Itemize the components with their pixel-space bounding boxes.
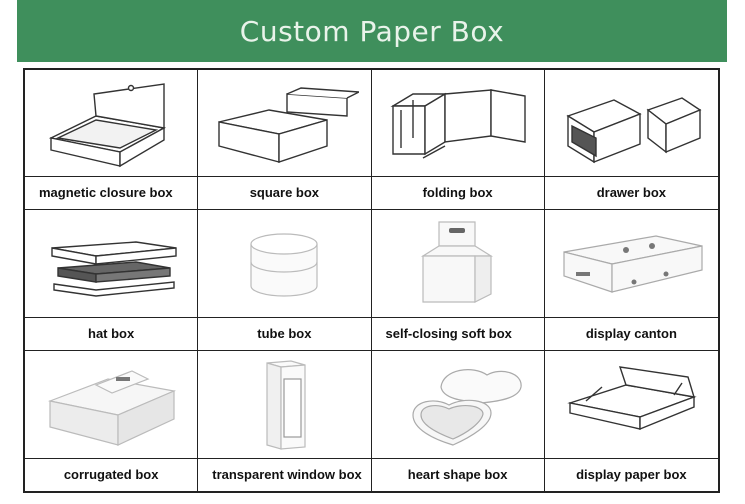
grid-cell-tube-box: tube box (198, 210, 372, 351)
display-canton-icon (545, 210, 718, 316)
magnetic-closure-box-icon (25, 70, 197, 176)
caption: square box (198, 176, 371, 209)
grid-cell-folding-box: folding box (371, 70, 545, 211)
folding-box-icon (372, 70, 544, 176)
title-banner: Custom Paper Box (17, 0, 727, 62)
drawer-box-icon (545, 70, 718, 176)
caption: hat box (25, 316, 198, 350)
grid-cell-corrugated-box: corrugated box (25, 350, 199, 491)
caption: folding box (371, 176, 544, 209)
grid-cell-hat-box: hat box (25, 210, 199, 351)
self-closing-soft-box-icon (372, 210, 544, 316)
grid-cell-self-closing-soft-box: self-closing soft box (371, 210, 545, 351)
caption: corrugated box (25, 457, 198, 491)
display-paper-box-icon (545, 351, 718, 458)
caption: magnetic closure box (25, 176, 198, 209)
tube-box-icon (198, 210, 370, 316)
heart-shape-box-icon (372, 351, 544, 458)
caption: drawer box (544, 176, 718, 209)
page-title: Custom Paper Box (239, 14, 505, 48)
caption: display canton (544, 316, 718, 350)
grid-cell-drawer-box: drawer box (544, 70, 718, 211)
square-box-icon (198, 70, 370, 176)
grid-cell-magnetic-closure-box: magnetic closure box (25, 70, 199, 211)
grid-cell-display-paper-box: display paper box (544, 351, 718, 491)
caption: self-closing soft box (371, 316, 544, 350)
grid-cell-square-box: square box (198, 70, 372, 211)
caption: heart shape box (371, 457, 544, 491)
corrugated-box-icon (25, 351, 197, 458)
box-type-grid: magnetic closure box square box (23, 68, 720, 493)
grid-cell-heart-shape-box: heart shape box (371, 350, 545, 491)
transparent-window-box-icon (198, 351, 370, 458)
caption: transparent window box (198, 457, 371, 491)
hat-box-icon (25, 210, 197, 316)
caption: display paper box (544, 457, 718, 491)
caption: tube box (198, 316, 371, 350)
grid-cell-display-canton: display canton (544, 210, 718, 351)
grid-cell-transparent-window-box: transparent window box (198, 350, 372, 491)
